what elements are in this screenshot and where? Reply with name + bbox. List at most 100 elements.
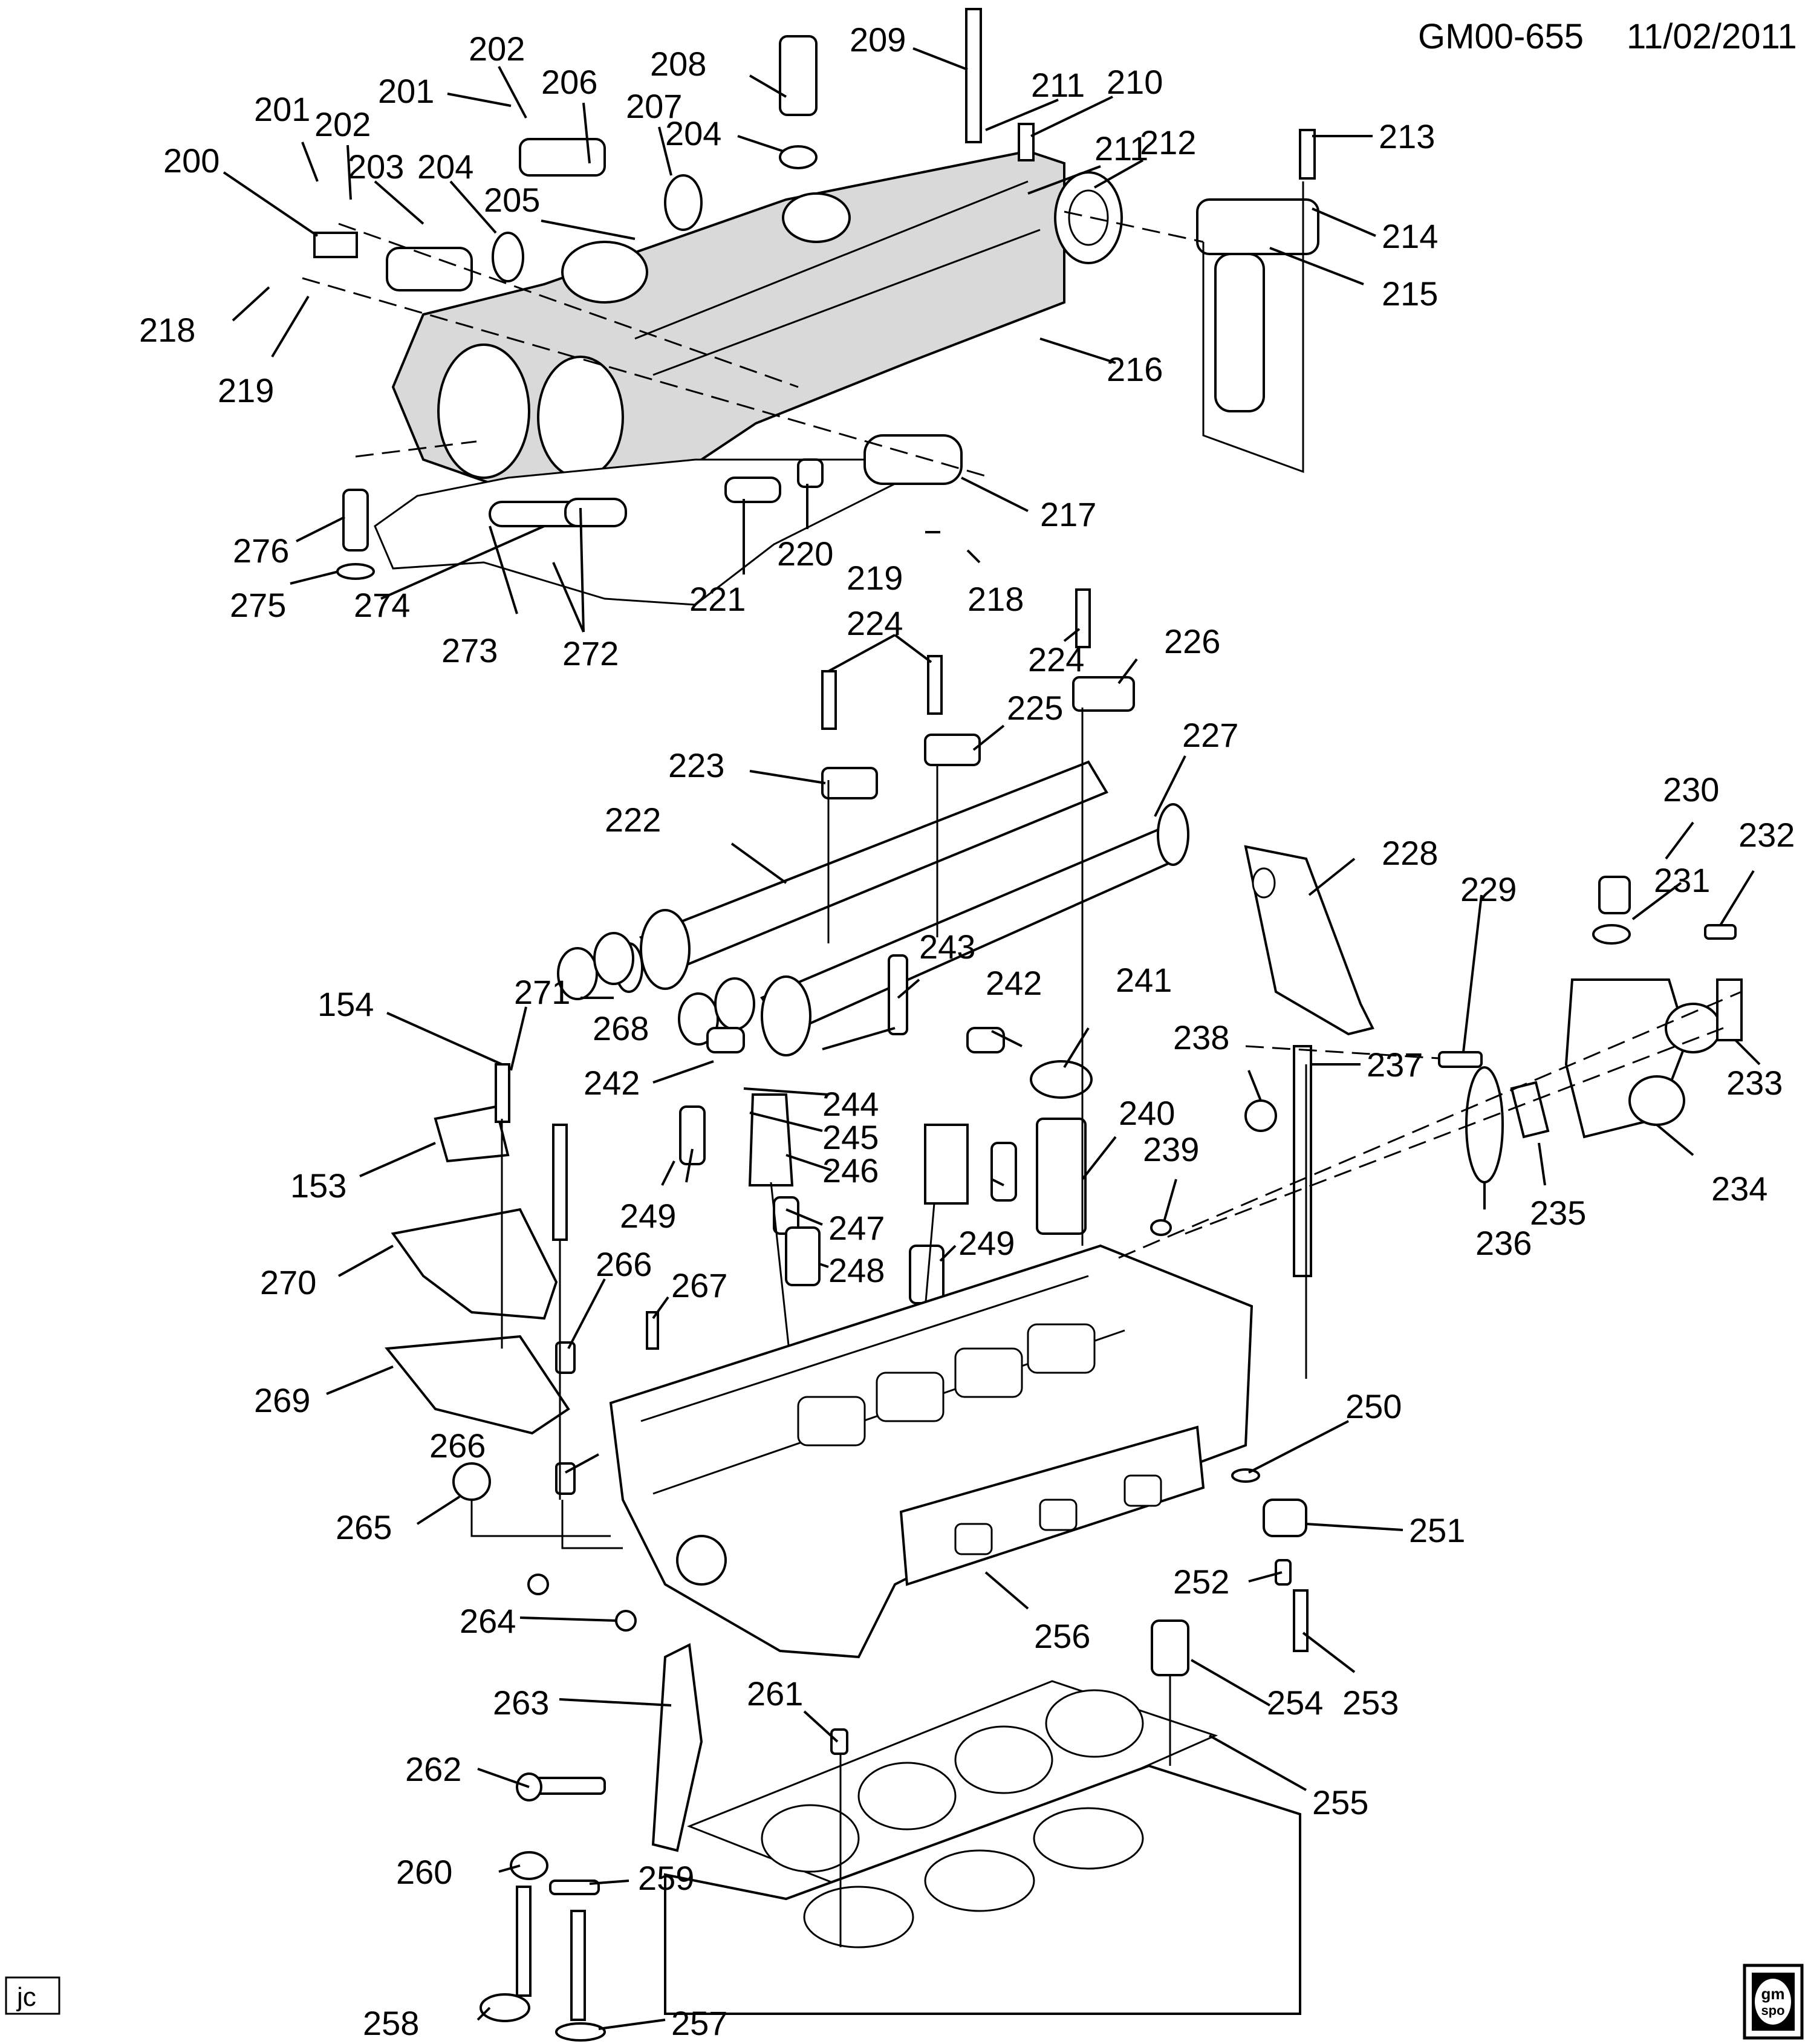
callout-203: 203 bbox=[348, 148, 404, 186]
callout-264: 264 bbox=[460, 1602, 516, 1640]
callout-257: 257 bbox=[671, 2004, 727, 2042]
camshaft-cover bbox=[391, 149, 1065, 504]
callout-224: 224 bbox=[1028, 640, 1084, 679]
callout-223: 223 bbox=[668, 746, 724, 784]
callout-201: 201 bbox=[378, 72, 434, 110]
cam-caps bbox=[821, 588, 1135, 799]
callout-276: 276 bbox=[233, 532, 289, 570]
callout-270: 270 bbox=[260, 1263, 316, 1301]
callout-245: 245 bbox=[822, 1118, 879, 1156]
callout-211: 211 bbox=[1031, 66, 1085, 104]
callout-239: 239 bbox=[1143, 1130, 1199, 1168]
callout-252: 252 bbox=[1173, 1563, 1229, 1601]
callout-250: 250 bbox=[1345, 1387, 1402, 1425]
callout-253: 253 bbox=[1342, 1684, 1399, 1722]
callout-244: 244 bbox=[822, 1085, 879, 1123]
callout-205: 205 bbox=[484, 181, 540, 219]
callout-273: 273 bbox=[441, 631, 498, 669]
callout-214: 214 bbox=[1382, 217, 1438, 255]
callout-202: 202 bbox=[314, 105, 371, 143]
callout-230: 230 bbox=[1663, 770, 1719, 809]
camshafts bbox=[614, 760, 1189, 1056]
callout-229: 229 bbox=[1460, 870, 1517, 908]
cylinder-head bbox=[609, 1244, 1254, 1659]
callout-247: 247 bbox=[828, 1209, 885, 1247]
callout-221: 221 bbox=[689, 580, 746, 618]
callout-209: 209 bbox=[850, 21, 906, 59]
cam-seals bbox=[557, 932, 755, 1046]
callout-272: 272 bbox=[562, 634, 619, 672]
sensor-hardware bbox=[1151, 1468, 1309, 1676]
callout-267: 267 bbox=[671, 1266, 727, 1304]
callout-220: 220 bbox=[777, 535, 833, 573]
callout-213: 213 bbox=[1379, 117, 1435, 155]
callout-208: 208 bbox=[650, 45, 706, 83]
logo-text-bottom: spo bbox=[1761, 2003, 1784, 2018]
callout-265: 265 bbox=[336, 1508, 392, 1546]
callout-266: 266 bbox=[429, 1427, 486, 1465]
callout-261: 261 bbox=[747, 1675, 803, 1713]
callout-228: 228 bbox=[1382, 834, 1438, 872]
engine-block bbox=[664, 1764, 1301, 2015]
callout-235: 235 bbox=[1530, 1194, 1586, 1232]
callout-225: 225 bbox=[1007, 689, 1063, 727]
callout-251: 251 bbox=[1409, 1511, 1465, 1549]
callout-200: 200 bbox=[163, 142, 219, 180]
logo-text-top: gm bbox=[1761, 1985, 1785, 2003]
drawing-id: GM00-655 bbox=[1418, 17, 1584, 56]
callout-237: 237 bbox=[1367, 1046, 1423, 1084]
callout-249: 249 bbox=[620, 1197, 676, 1235]
callout-153: 153 bbox=[290, 1167, 346, 1205]
callout-263: 263 bbox=[493, 1684, 549, 1722]
callout-249: 249 bbox=[958, 1224, 1015, 1262]
valvetrain bbox=[679, 954, 1093, 1304]
drawing-date: 11/02/2011 bbox=[1627, 17, 1797, 56]
callout-275: 275 bbox=[230, 586, 286, 624]
callout-231: 231 bbox=[1654, 861, 1710, 899]
lift-bracket-rear bbox=[1244, 845, 1483, 1068]
head-gasket bbox=[686, 1680, 1218, 1894]
callout-202: 202 bbox=[469, 30, 525, 68]
callout-258: 258 bbox=[363, 2004, 419, 2042]
callout-259: 259 bbox=[638, 1859, 694, 1897]
callout-262: 262 bbox=[405, 1750, 461, 1788]
callout-241: 241 bbox=[1116, 961, 1172, 999]
callout-219: 219 bbox=[218, 371, 274, 409]
callout-260: 260 bbox=[396, 1853, 452, 1891]
callout-233: 233 bbox=[1726, 1064, 1783, 1102]
callout-222: 222 bbox=[605, 801, 661, 839]
callout-266: 266 bbox=[596, 1245, 652, 1283]
callout-206: 206 bbox=[541, 63, 597, 101]
valves bbox=[480, 1851, 606, 2042]
callout-218: 218 bbox=[139, 311, 195, 349]
gm-spo-logo: gm spo bbox=[1743, 1964, 1804, 2040]
callout-201: 201 bbox=[254, 90, 310, 128]
callout-204: 204 bbox=[417, 148, 473, 186]
callout-242: 242 bbox=[584, 1064, 640, 1102]
callout-154: 154 bbox=[317, 985, 374, 1023]
callout-227: 227 bbox=[1182, 716, 1238, 754]
callout-255: 255 bbox=[1312, 1783, 1368, 1821]
callout-268: 268 bbox=[593, 1009, 649, 1047]
callout-269: 269 bbox=[254, 1381, 310, 1419]
callout-226: 226 bbox=[1164, 622, 1220, 660]
callout-254: 254 bbox=[1267, 1684, 1323, 1722]
corner-tag: jc bbox=[5, 1976, 60, 2015]
callout-211: 211 bbox=[1094, 129, 1148, 168]
callout-210: 210 bbox=[1107, 63, 1163, 101]
corner-tag-text: jc bbox=[16, 1982, 36, 2012]
callout-labels: 200 201 201 202 202 203 204 204 205 206 … bbox=[139, 21, 1795, 2042]
callout-218: 218 bbox=[967, 580, 1024, 618]
callout-215: 215 bbox=[1382, 275, 1438, 313]
callout-216: 216 bbox=[1107, 350, 1163, 388]
callout-217: 217 bbox=[1040, 495, 1096, 533]
water-outlet bbox=[1465, 876, 1743, 1183]
callout-248: 248 bbox=[828, 1251, 885, 1289]
callout-238: 238 bbox=[1173, 1018, 1229, 1056]
callout-212: 212 bbox=[1140, 123, 1196, 161]
callout-207: 207 bbox=[626, 87, 682, 125]
callout-274: 274 bbox=[354, 586, 410, 624]
callout-234: 234 bbox=[1711, 1170, 1767, 1208]
lift-bracket-front bbox=[516, 1642, 703, 1852]
